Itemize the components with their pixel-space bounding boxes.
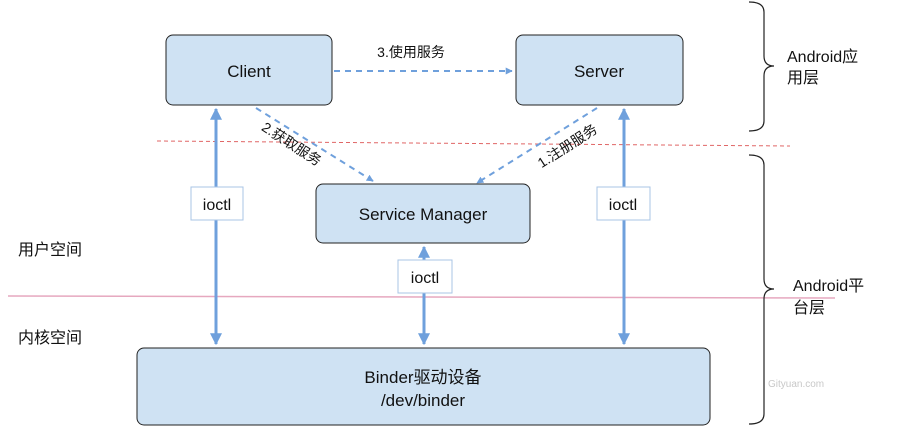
ioctl-label-service-manager: ioctl	[411, 270, 439, 287]
binder-driver-box	[136, 347, 711, 426]
use-service-label: 3.使用服务	[377, 44, 445, 60]
binder-device-path: /dev/binder	[381, 391, 465, 410]
register-service-arrow	[476, 107, 598, 184]
service-manager-box	[315, 183, 531, 244]
client-label: Client	[227, 62, 271, 81]
server-box	[515, 34, 684, 106]
ioctl-label-server: ioctl	[609, 197, 637, 214]
client-box	[165, 34, 333, 106]
platform-layer-label: Android平	[793, 278, 864, 295]
ioctl-box-server	[596, 186, 651, 221]
platform-layer-brace	[748, 154, 775, 425]
get-service-arrow	[255, 107, 374, 182]
register-service-label: 1.注册服务	[535, 121, 600, 171]
kernel-divider	[7, 295, 836, 299]
app-layer-label-cont: 用层	[787, 70, 819, 87]
ioctl-box-client	[190, 186, 244, 221]
ioctl-box-service-manager	[397, 259, 453, 294]
service-manager-label: Service Manager	[359, 205, 488, 224]
user-space-label: 用户空间	[18, 241, 82, 259]
app-layer-brace	[748, 1, 775, 132]
app-layer-divider	[156, 140, 791, 147]
app-layer-label: Android应	[787, 47, 858, 66]
platform-layer-label-cont: 台层	[793, 299, 825, 317]
watermark: Gityuan.com	[768, 379, 824, 390]
ioctl-label-client: ioctl	[203, 197, 231, 214]
kernel-space-label: 内核空间	[18, 329, 82, 347]
binder-driver-label: Binder驱动设备	[364, 368, 481, 387]
server-label: Server	[574, 62, 624, 81]
